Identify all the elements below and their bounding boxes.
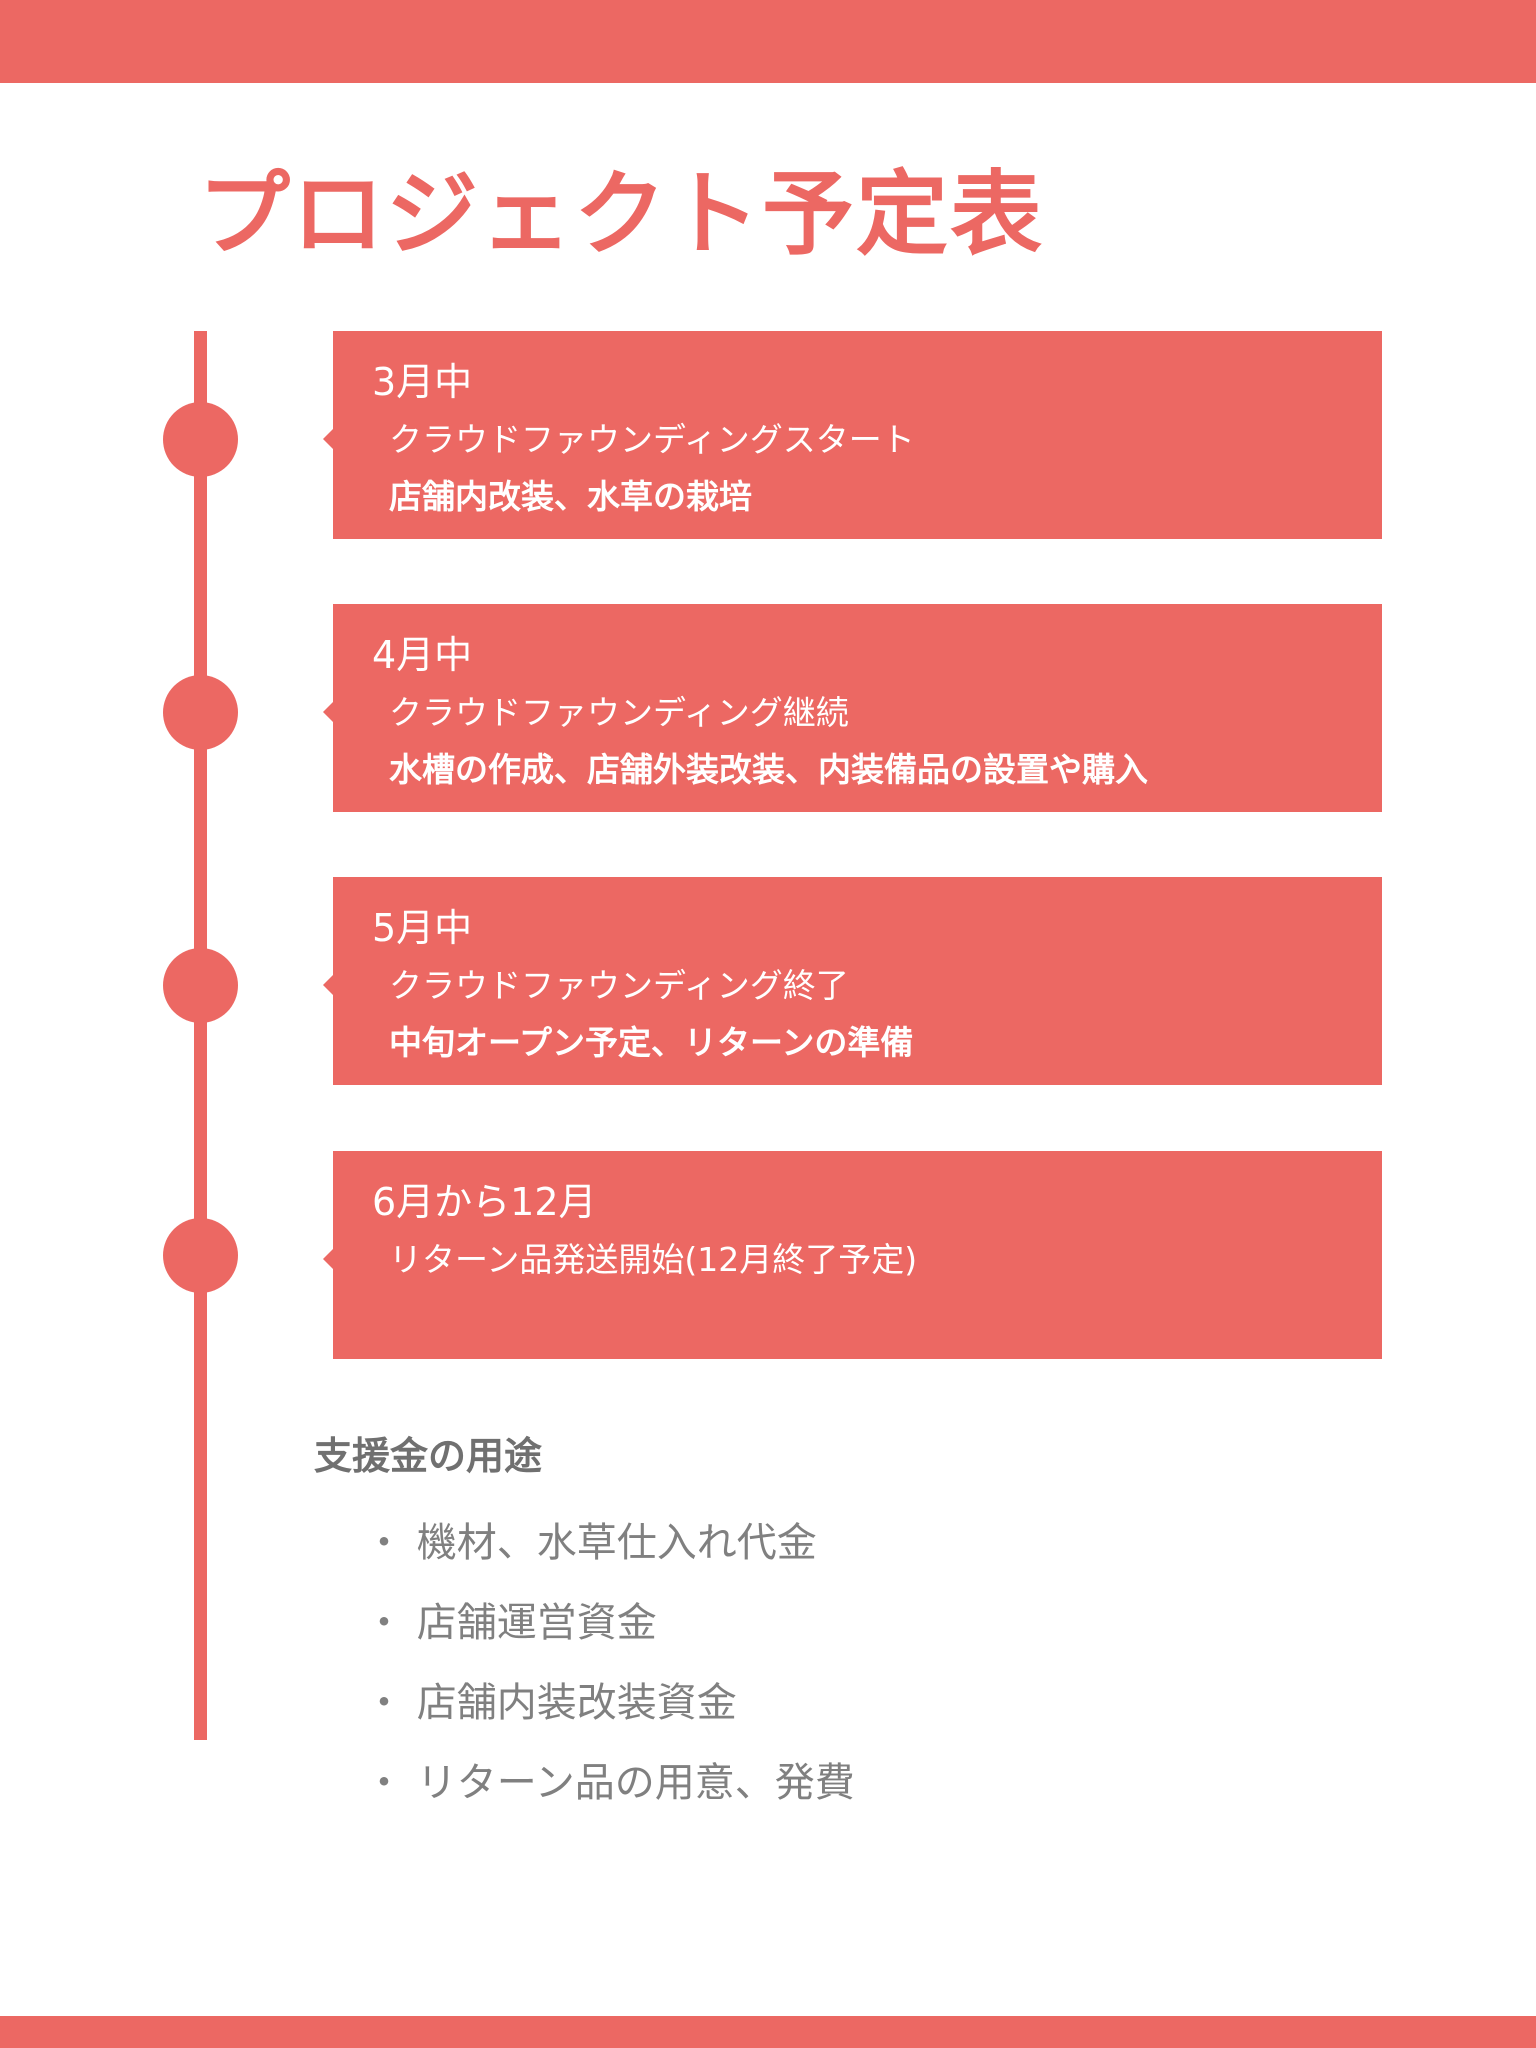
task-line: 店舗内改装、水草の栽培 <box>389 477 752 516</box>
uses-item: ・ 機材、水草仕入れ代金 <box>364 1520 817 1566</box>
period-label: 3月中 <box>372 360 473 404</box>
task-line: クラウドファウンディング継続 <box>389 693 849 732</box>
task-line: クラウドファウンディング終了 <box>389 966 849 1005</box>
period-label: 4月中 <box>372 633 473 677</box>
schedule-card-march: 3月中 クラウドファウンディングスタート 店舗内改装、水草の栽培 <box>323 331 1382 539</box>
uses-heading: 支援金の用途 <box>314 1434 543 1478</box>
top-banner <box>0 0 1536 83</box>
schedule-card-april: 4月中 クラウドファウンディング継続 水槽の作成、店舗外装改装、内装備品の設置や… <box>323 604 1382 812</box>
period-label: 5月中 <box>372 906 473 950</box>
page-title: プロジェクト予定表 <box>198 161 1045 268</box>
timeline-dot <box>163 1218 238 1293</box>
task-line: リターン品発送開始(12月終了予定) <box>389 1240 918 1279</box>
period-label: 6月から12月 <box>372 1180 597 1224</box>
timeline-dot <box>163 948 238 1023</box>
uses-item: ・ 店舗運営資金 <box>364 1600 657 1646</box>
timeline-dot <box>163 675 238 750</box>
bottom-banner <box>0 2016 1536 2048</box>
task-line: クラウドファウンディングスタート <box>389 420 915 459</box>
timeline-line <box>194 331 207 1740</box>
task-line: 中旬オープン予定、リターンの準備 <box>389 1023 914 1062</box>
uses-item: ・ 店舗内装改装資金 <box>364 1680 737 1726</box>
uses-item: ・ リターン品の用意、発費 <box>364 1760 855 1806</box>
timeline-dot <box>163 402 238 477</box>
schedule-card-june-december: 6月から12月 リターン品発送開始(12月終了予定) <box>323 1151 1382 1359</box>
task-line: 水槽の作成、店舗外装改装、内装備品の設置や購入 <box>389 750 1148 789</box>
schedule-card-may: 5月中 クラウドファウンディング終了 中旬オープン予定、リターンの準備 <box>323 877 1382 1085</box>
